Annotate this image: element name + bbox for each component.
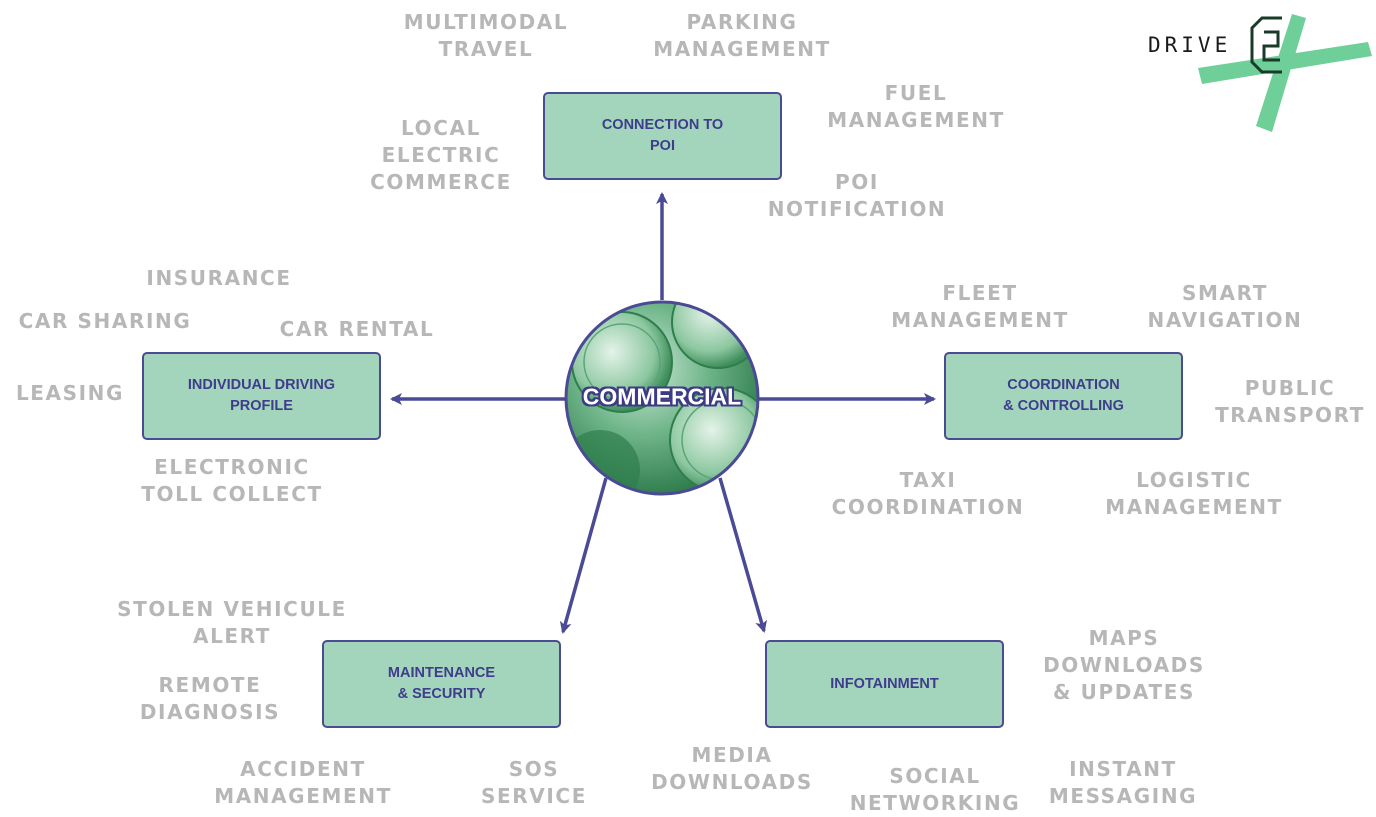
label-line: CAR RENTAL xyxy=(279,317,435,341)
label-fleet-management: FLEET MANAGEMENT xyxy=(891,280,1069,334)
label-line: SOCIAL xyxy=(889,764,981,788)
label-line: INSURANCE xyxy=(146,266,292,290)
label-line: TOLL COLLECT xyxy=(141,482,323,506)
label-line: NETWORKING xyxy=(849,791,1021,815)
label-line: ELECTRONIC xyxy=(154,455,310,479)
label-remote-diagnosis: REMOTE DIAGNOSIS xyxy=(140,672,280,726)
label-line: TRANSPORT xyxy=(1215,403,1365,427)
box-connection-to-poi: CONNECTION TO POI xyxy=(543,92,782,180)
label-line: REMOTE xyxy=(158,673,262,697)
label-line: ALERT xyxy=(192,624,272,648)
box-line: & SECURITY xyxy=(397,686,486,702)
label-car-rental: CAR RENTAL xyxy=(280,316,435,343)
label-parking-management: PARKING MANAGEMENT xyxy=(653,9,831,63)
label-line: MULTIMODAL xyxy=(403,10,569,34)
label-line: MANAGEMENT xyxy=(214,784,392,808)
label-line: LOGISTIC xyxy=(1136,468,1252,492)
label-fuel-management: FUEL MANAGEMENT xyxy=(827,80,1005,134)
label-taxi-coordination: TAXI COORDINATION xyxy=(832,467,1025,521)
label-logistic-management: LOGISTIC MANAGEMENT xyxy=(1105,467,1283,521)
label-poi-notification: POI NOTIFICATION xyxy=(768,169,947,223)
arrow-to-infotainment xyxy=(718,477,768,633)
box-maintenance-security: MAINTENANCE & SECURITY xyxy=(322,640,561,728)
label-line: NAVIGATION xyxy=(1147,308,1303,332)
label-line: POI xyxy=(835,170,879,194)
label-multimodal-travel: MULTIMODAL TRAVEL xyxy=(404,9,568,63)
label-line: DOWNLOADS xyxy=(651,770,813,794)
label-line: MAPS xyxy=(1088,626,1160,650)
label-line: DOWNLOADS xyxy=(1043,653,1205,677)
box-line: INDIVIDUAL DRIVING xyxy=(187,377,336,393)
label-electronic-toll-collect: ELECTRONIC TOLL COLLECT xyxy=(141,454,322,508)
label-line: CAR SHARING xyxy=(18,309,192,333)
label-line: PARKING xyxy=(686,10,798,34)
label-line: COORDINATION xyxy=(831,495,1025,519)
label-line: MANAGEMENT xyxy=(827,108,1005,132)
label-accident-management: ACCIDENT MANAGEMENT xyxy=(214,756,392,810)
label-line: TRAVEL xyxy=(438,37,534,61)
label-stolen-vehicule-alert: STOLEN VEHICULE ALERT xyxy=(117,596,347,650)
label-line: FLEET xyxy=(942,281,1018,305)
box-line: PROFILE xyxy=(230,398,293,414)
label-line: LEASING xyxy=(15,381,125,405)
label-line: PUBLIC xyxy=(1244,376,1336,400)
label-insurance: INSURANCE xyxy=(146,265,291,292)
box-individual-driving-profile: INDIVIDUAL DRIVING PROFILE xyxy=(142,352,381,440)
box-line: CONNECTION TO xyxy=(601,117,724,133)
label-line: LOCAL xyxy=(401,116,481,140)
label-line: DIAGNOSIS xyxy=(139,700,281,724)
label-line: TAXI xyxy=(899,468,957,492)
label-sos-service: SOS SERVICE xyxy=(481,756,587,810)
label-line: & UPDATES xyxy=(1053,680,1195,704)
label-line: SOS xyxy=(508,757,560,781)
label-line: MEDIA xyxy=(691,743,773,767)
label-line: MANAGEMENT xyxy=(653,37,831,61)
arrow-to-maintenance xyxy=(559,477,608,634)
label-line: MANAGEMENT xyxy=(891,308,1069,332)
label-line: STOLEN VEHICULE xyxy=(117,597,347,621)
label-instant-messaging: INSTANT MESSAGING xyxy=(1049,756,1197,810)
box-line: COORDINATION xyxy=(1007,377,1120,393)
label-smart-navigation: SMART NAVIGATION xyxy=(1148,280,1303,334)
label-line: INSTANT xyxy=(1069,757,1177,781)
box-line: INFOTAINMENT xyxy=(830,675,939,692)
center-label: COMMERCIAL xyxy=(582,383,742,410)
label-line: NOTIFICATION xyxy=(767,197,947,221)
label-line: ACCIDENT xyxy=(240,757,366,781)
box-line: MAINTENANCE xyxy=(387,665,496,681)
drive-c2x-logo-mark xyxy=(1198,14,1372,132)
label-line: FUEL xyxy=(884,81,948,105)
drive-logo-text: DRIVE xyxy=(1148,33,1232,57)
label-leasing: LEASING xyxy=(16,380,124,407)
label-local-electric-commerce: LOCAL ELECTRIC COMMERCE xyxy=(370,115,512,196)
label-line: MESSAGING xyxy=(1048,784,1198,808)
label-social-networking: SOCIAL NETWORKING xyxy=(850,763,1021,817)
box-line: & CONTROLLING xyxy=(1003,398,1124,414)
box-infotainment: INFOTAINMENT xyxy=(765,640,1004,728)
label-media-downloads: MEDIA DOWNLOADS xyxy=(651,742,813,796)
label-line: COMMERCE xyxy=(370,170,512,194)
label-line: SERVICE xyxy=(481,784,587,808)
label-line: MANAGEMENT xyxy=(1105,495,1283,519)
label-public-transport: PUBLIC TRANSPORT xyxy=(1215,375,1365,429)
label-car-sharing: CAR SHARING xyxy=(19,308,192,335)
label-maps-downloads-updates: MAPS DOWNLOADS & UPDATES xyxy=(1043,625,1205,706)
label-line: ELECTRIC xyxy=(381,143,501,167)
box-coordination-controlling: COORDINATION & CONTROLLING xyxy=(944,352,1183,440)
label-line: SMART xyxy=(1182,281,1268,305)
box-line: POI xyxy=(650,138,675,154)
